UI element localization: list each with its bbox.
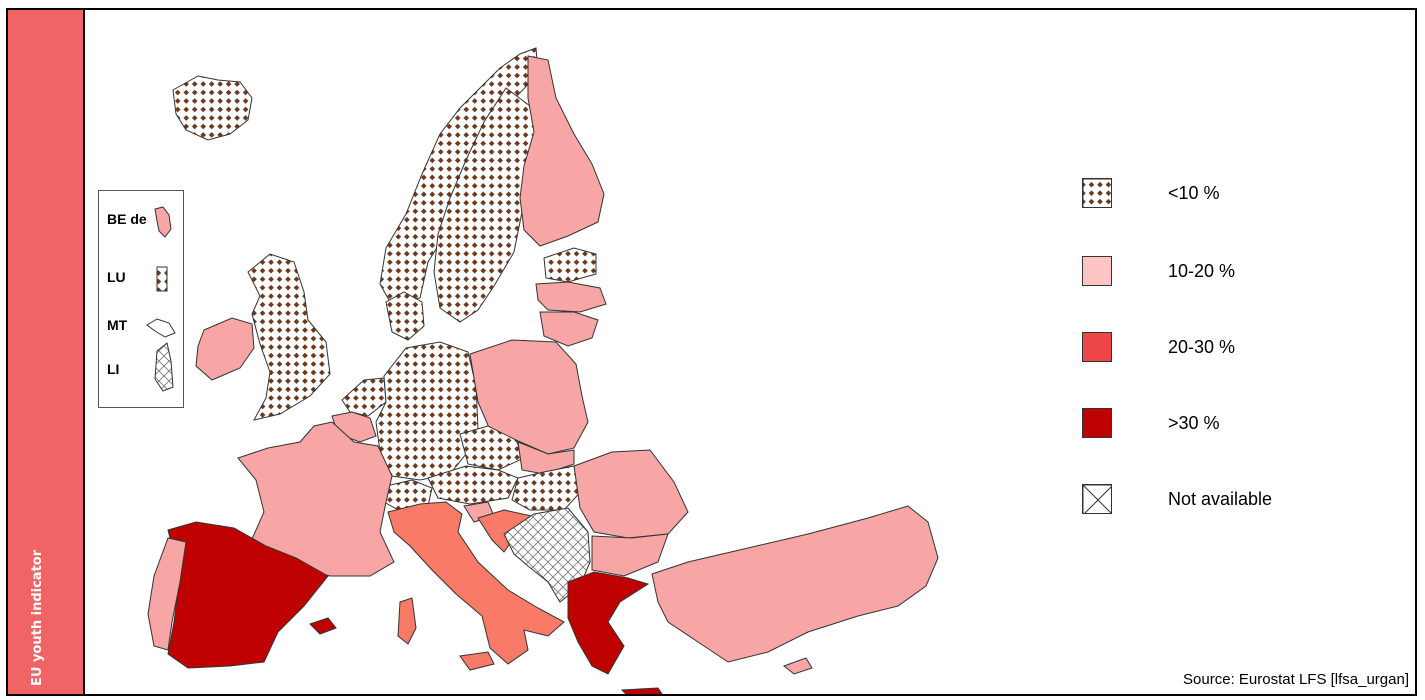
inset-label-be-de: BE de: [107, 211, 147, 227]
inset-be-de-shape: [154, 206, 172, 238]
legend-label-gt30: >30 %: [1168, 413, 1220, 433]
region-latvia: [535, 281, 607, 313]
inset-lu-shape: [156, 266, 168, 292]
legend-swatch-lt10: [1082, 178, 1112, 208]
region-estonia: [543, 247, 597, 283]
region-poland: [469, 339, 589, 455]
sidebar-title: EU youth indicator: [30, 549, 45, 686]
region-lithuania: [539, 311, 599, 347]
source-note: Source: Eurostat LFS [lfsa_urgan]: [1183, 671, 1409, 688]
legend-swatch-20-30: [1082, 332, 1112, 362]
legend-swatch-not-available: [1082, 484, 1112, 514]
region-cyprus: [782, 657, 813, 675]
region-spain: [167, 521, 329, 669]
europe-map: [147, 47, 939, 694]
small-countries-inset: BE de LU MT LI: [98, 190, 184, 408]
region-romania: [573, 449, 689, 539]
region-sardinia: [397, 597, 417, 645]
region-germany: [375, 341, 479, 481]
region-sicily: [459, 651, 495, 671]
legend-label-20-30: 20-30 %: [1168, 337, 1236, 357]
region-finland: [519, 55, 605, 247]
inset-label-lu: LU: [107, 269, 126, 285]
figure-frame: EU youth indicator: [6, 8, 1417, 696]
inset-label-mt: MT: [107, 317, 128, 333]
region-netherlands: [341, 377, 387, 417]
legend-label-not-available: Not available: [1168, 489, 1273, 509]
region-balearics: [309, 617, 337, 635]
region-crete: [620, 687, 663, 694]
legend-label-10-20: 10-20 %: [1168, 261, 1236, 281]
region-austria: [427, 465, 519, 505]
inset-li-shape: [154, 342, 174, 392]
region-bulgaria: [591, 533, 669, 577]
region-hungary: [511, 465, 585, 511]
legend-label-lt10: <10 %: [1168, 183, 1220, 203]
sidebar-divider: [83, 10, 85, 694]
region-italy: [387, 501, 565, 665]
inset-mt-shape: [146, 318, 176, 338]
legend-swatch-gt30: [1082, 408, 1112, 438]
legend-swatch-10-20: [1082, 256, 1112, 286]
region-denmark: [385, 291, 425, 341]
region-slovakia: [517, 441, 575, 475]
region-greece: [567, 571, 650, 675]
indicator-sidebar: EU youth indicator: [8, 10, 83, 694]
inset-label-li: LI: [107, 361, 120, 377]
region-iceland: [172, 75, 253, 141]
region-turkey: [651, 505, 939, 663]
inset-shapes: [146, 206, 176, 392]
region-ireland: [195, 317, 255, 381]
region-portugal: [147, 537, 187, 651]
region-united-kingdom: [247, 253, 331, 421]
